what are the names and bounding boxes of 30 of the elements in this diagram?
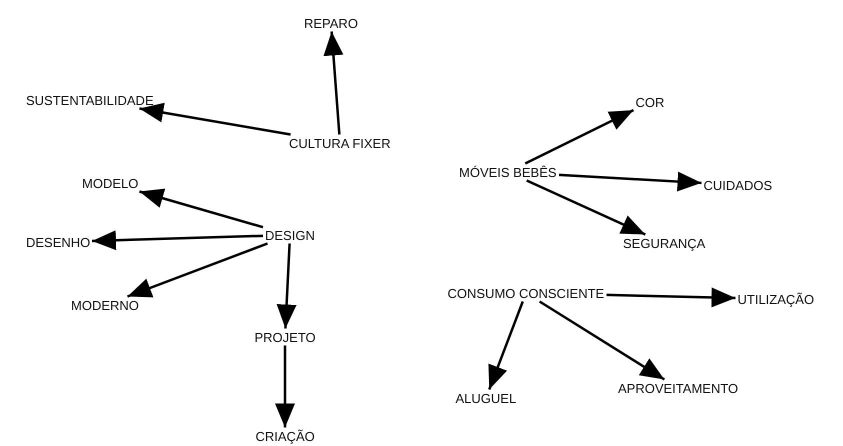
arrow xyxy=(488,301,524,390)
node-label: DESENHO xyxy=(24,234,92,250)
node-label: ALUGUEL xyxy=(454,390,518,406)
arrow xyxy=(606,287,736,308)
node-label: MÓVEIS BEBÊS xyxy=(457,164,559,180)
node-label: APROVEITAMENTO xyxy=(616,380,740,396)
arrow xyxy=(139,102,291,136)
node-label: PROJETO xyxy=(252,328,318,346)
node-label: CUIDADOS xyxy=(702,176,774,194)
arrow xyxy=(139,188,264,228)
arrow xyxy=(275,346,295,428)
arrow xyxy=(92,230,264,250)
node-label: DESIGN xyxy=(263,226,317,244)
node-label: MODELO xyxy=(80,174,140,192)
node-label: SEGURANÇA xyxy=(621,234,708,252)
arrow xyxy=(538,300,666,381)
arrow xyxy=(558,172,702,192)
node-label: SUSTENTABILIDADE xyxy=(24,92,156,108)
node-label: MODERNO xyxy=(69,296,141,314)
arrow xyxy=(127,242,268,298)
node-label: CRIAÇÃO xyxy=(254,428,317,444)
arrow xyxy=(524,109,634,165)
node-label: UTILIZAÇÃO xyxy=(736,290,816,308)
arrow xyxy=(526,179,646,236)
node-label: CULTURA FIXER xyxy=(287,134,393,152)
arrow xyxy=(323,31,344,135)
node-label: REPARO xyxy=(302,14,360,32)
node-label: CONSUMO CONSCIENTE xyxy=(446,284,606,302)
arrow xyxy=(276,243,297,329)
node-label: COR xyxy=(634,94,666,110)
